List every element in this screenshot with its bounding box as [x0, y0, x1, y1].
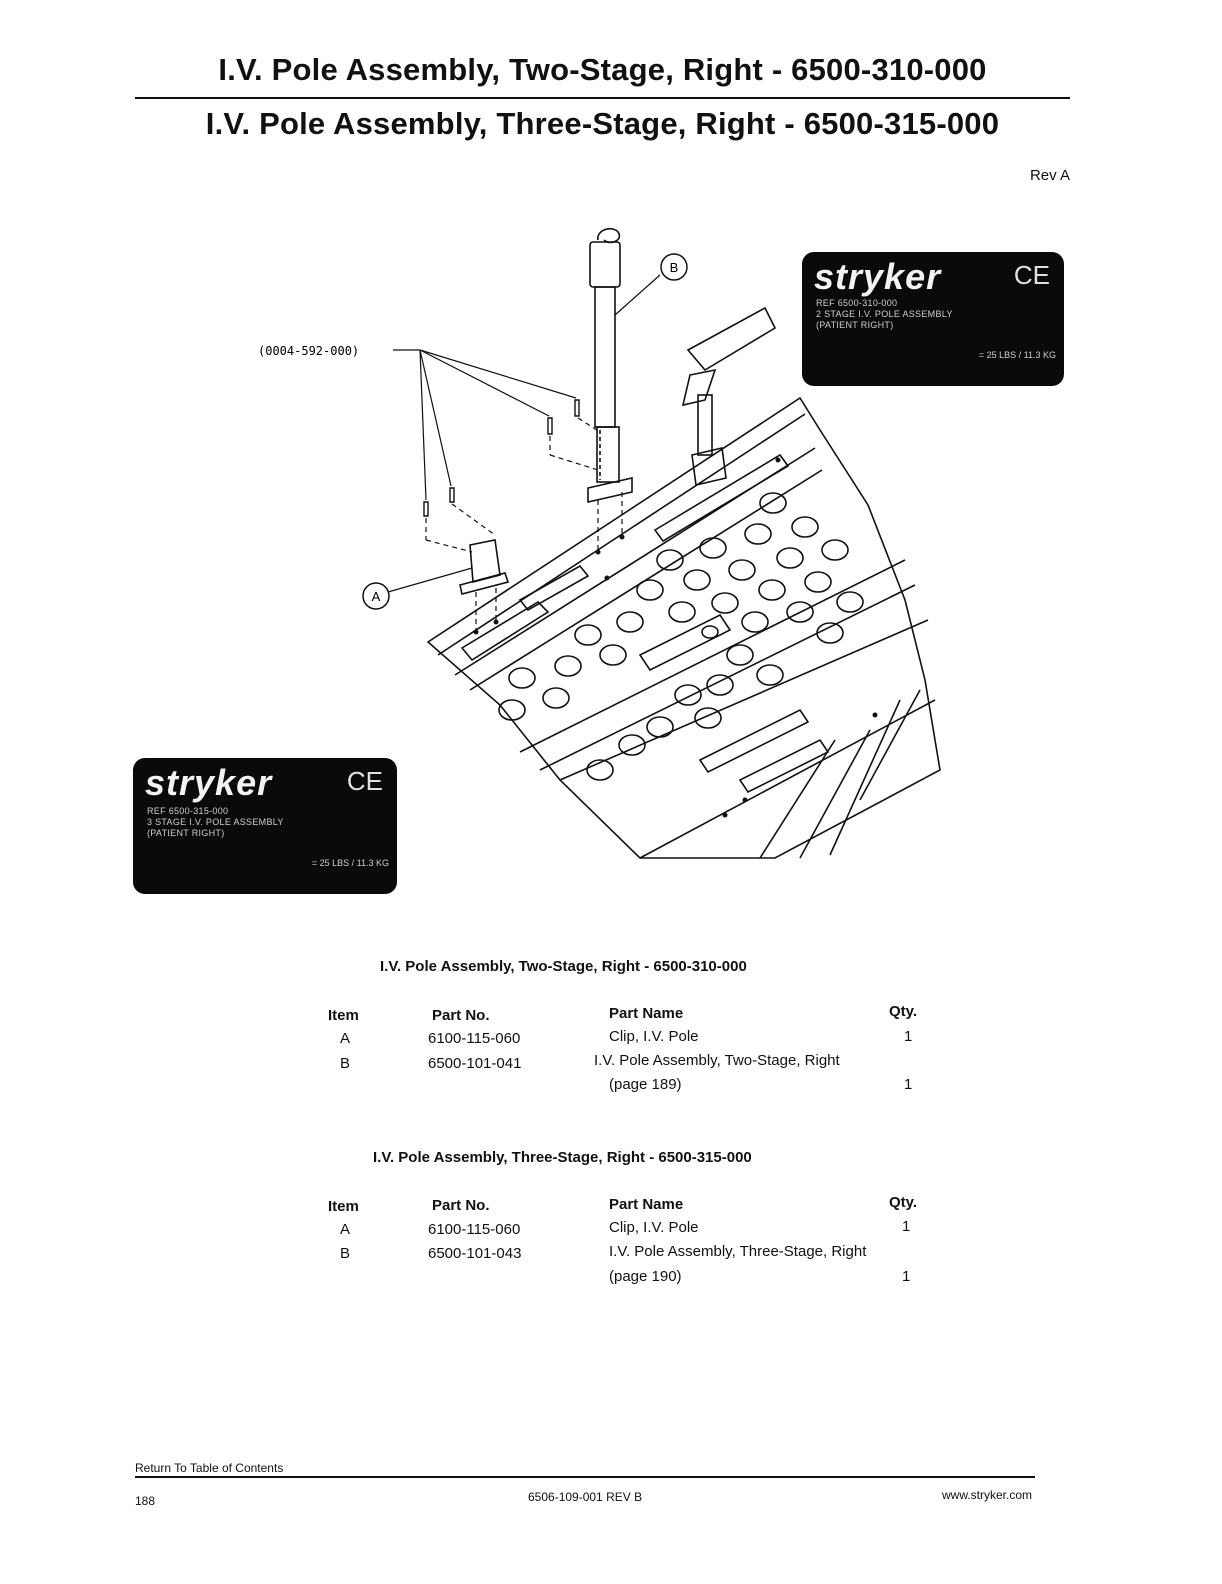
title-divider [135, 97, 1070, 99]
label-ref: REF 6500-310-000 [816, 298, 898, 308]
table-title-three-stage: I.V. Pole Assembly, Three-Stage, Right -… [373, 1149, 752, 1166]
label-weight: = 25 LBS / 11.3 KG [978, 350, 1056, 360]
col-header-item: Item [328, 1198, 359, 1215]
iv-pole-clip [459, 539, 510, 595]
ce-mark: CE [346, 766, 383, 796]
table-cell-part-no: 6500-101-041 [428, 1055, 522, 1072]
ce-mark: CE [1013, 260, 1050, 290]
label-line1: 2 STAGE I.V. POLE ASSEMBLY [816, 309, 953, 319]
table-cell-part-no: 6100-115-060 [428, 1221, 521, 1238]
callout-circle-b [660, 253, 688, 281]
col-header-qty: Qty. [889, 1194, 918, 1211]
website-link[interactable]: www.stryker.com [942, 1488, 1033, 1502]
col-header-part-no: Part No. [432, 1197, 490, 1214]
table-cell-part-name: Clip, I.V. Pole [609, 1028, 699, 1045]
table-cell-item: B [340, 1055, 351, 1072]
iv-pole-assembly [587, 228, 633, 504]
label-line2: (PATIENT RIGHT) [816, 320, 894, 330]
label-ref: REF 6500-315-000 [147, 806, 229, 816]
revision-label: Rev A [1029, 167, 1070, 184]
table-title-two-stage: I.V. Pole Assembly, Two-Stage, Right - 6… [380, 958, 747, 975]
deck-panel [426, 396, 941, 859]
screws [423, 399, 580, 517]
label-weight: = 25 LBS / 11.3 KG [311, 858, 389, 868]
page-title-two-stage: I.V. Pole Assembly, Two-Stage, Right - 6… [218, 52, 987, 87]
col-header-part-name: Part Name [609, 1005, 684, 1022]
table-cell-item: B [340, 1245, 351, 1262]
table-cell-qty: 1 [904, 1028, 913, 1045]
col-header-part-no: Part No. [432, 1007, 490, 1024]
col-header-part-name: Part Name [609, 1196, 684, 1213]
exploded-assembly-diagram: B A (0004-592-000) [258, 228, 941, 859]
table-cell-part-name: Clip, I.V. Pole [609, 1219, 699, 1236]
product-label-two-stage: stryker CE REF 6500-310-000 2 STAGE I.V.… [802, 252, 1064, 386]
table-cell-part-name: I.V. Pole Assembly, Two-Stage, Right [594, 1052, 840, 1069]
document-number: 6506-109-001 REV B [528, 1490, 643, 1504]
table-cell-part-name-page: (page 190) [609, 1268, 682, 1285]
table-cell-part-no: 6100-115-060 [428, 1030, 521, 1047]
table-cell-qty: 1 [904, 1076, 913, 1093]
product-label-three-stage: stryker CE REF 6500-315-000 3 STAGE I.V.… [133, 758, 397, 894]
label-line1: 3 STAGE I.V. POLE ASSEMBLY [147, 817, 284, 827]
table-cell-part-name-page: (page 189) [609, 1076, 682, 1093]
col-header-qty: Qty. [889, 1003, 918, 1020]
screw-part-callout: (0004-592-000) [258, 344, 359, 358]
table-cell-item: A [340, 1221, 351, 1238]
page-title-three-stage: I.V. Pole Assembly, Three-Stage, Right -… [205, 106, 1000, 141]
page-number: 188 [135, 1494, 156, 1508]
table-cell-qty: 1 [902, 1268, 911, 1285]
col-header-item: Item [328, 1007, 359, 1024]
return-to-toc-link[interactable]: Return To Table of Contents [135, 1461, 284, 1475]
table-cell-part-no: 6500-101-043 [428, 1245, 522, 1262]
stryker-logo: stryker [814, 256, 942, 297]
table-cell-qty: 1 [902, 1218, 911, 1235]
side-rail-handle [681, 306, 777, 486]
callout-circle-a [362, 582, 390, 610]
label-line2: (PATIENT RIGHT) [147, 828, 225, 838]
table-cell-part-name: I.V. Pole Assembly, Three-Stage, Right [609, 1243, 867, 1260]
footer-divider [135, 1476, 1035, 1478]
table-cell-item: A [340, 1030, 351, 1047]
deck-holes [498, 492, 864, 781]
stryker-logo: stryker [145, 762, 273, 803]
callout-b: B [670, 260, 679, 275]
callout-a: A [372, 589, 381, 604]
